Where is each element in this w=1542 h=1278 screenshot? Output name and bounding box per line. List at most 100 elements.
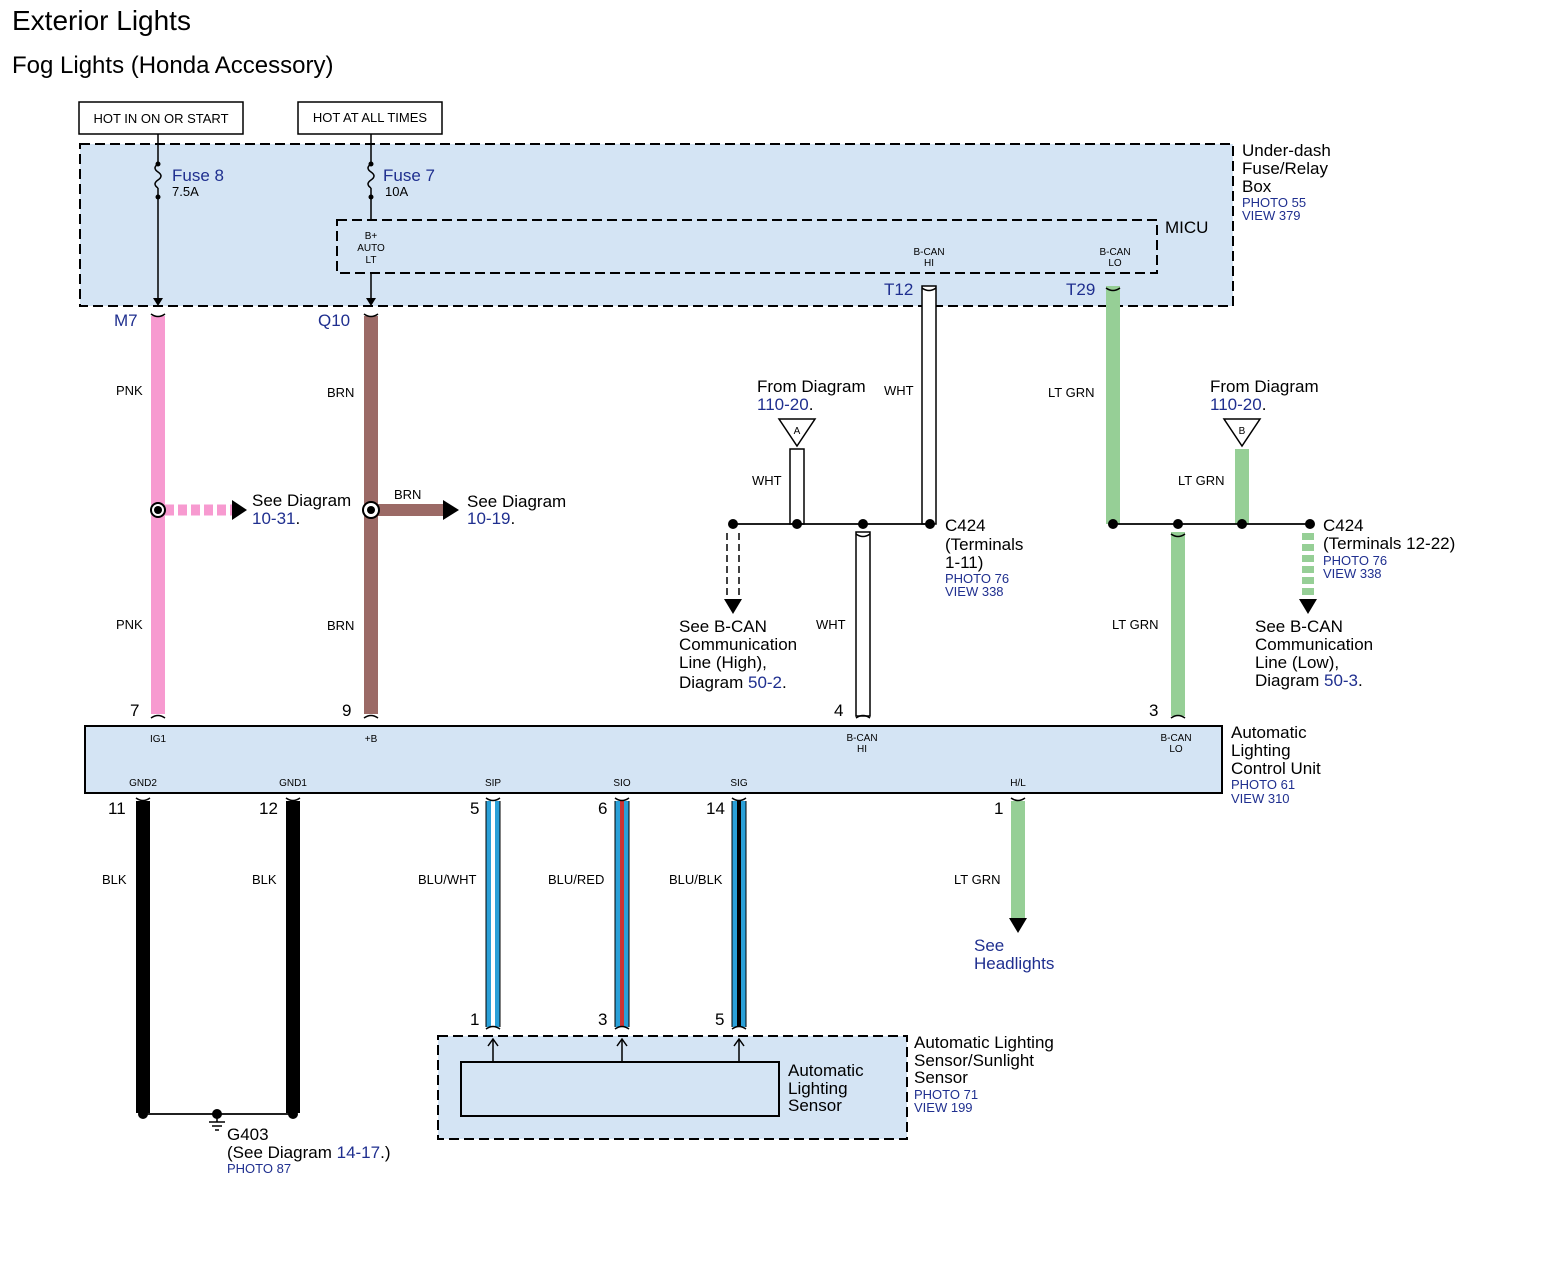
see-headlights-ref: See	[974, 936, 1004, 955]
alcu-view-ref: VIEW 310	[1231, 791, 1290, 806]
ground-g403-label: G403	[227, 1125, 269, 1144]
wire-label-blk-gnd1: BLK	[252, 872, 277, 887]
wire-ltgrn-dashed-bcan-low	[1299, 533, 1317, 614]
svg-text:Sensor: Sensor	[788, 1096, 842, 1115]
svg-text:10-19.: 10-19.	[467, 509, 515, 528]
alcu-box	[84, 725, 1223, 794]
connector-a-label: A	[794, 426, 801, 437]
wire-ltgrn-headlights	[1009, 797, 1027, 933]
svg-text:Box: Box	[1242, 177, 1272, 196]
wire-label-ltgrn-from-b: LT GRN	[1178, 473, 1224, 488]
svg-text:Diagram 50-2.: Diagram 50-2.	[679, 673, 787, 692]
micu-box	[336, 219, 1158, 274]
wire-pnk	[150, 313, 247, 719]
alcu-pin-num-6: 6	[598, 799, 607, 818]
sensor-pin-arrows	[487, 1037, 745, 1062]
svg-text:Lighting: Lighting	[788, 1079, 848, 1098]
alcu-pin-bcan-lo: B-CAN	[1160, 733, 1191, 744]
svg-text:Headlights: Headlights	[974, 954, 1054, 973]
bcan-high-ref: See B-CAN	[679, 617, 767, 636]
page-title: Exterior Lights	[12, 5, 191, 36]
c424-lo-photo-ref: PHOTO 76	[1323, 553, 1387, 568]
alcu-pin-num-4: 4	[834, 701, 843, 720]
alcu-pin-num-11: 11	[108, 799, 126, 818]
alcu-pin-ig1: IG1	[150, 734, 167, 745]
terminal-t29: T29	[1066, 280, 1095, 299]
terminal-q10: Q10	[318, 311, 350, 330]
svg-text:LO: LO	[1108, 258, 1122, 269]
svg-text:AUTO: AUTO	[357, 243, 385, 254]
page-subtitle: Fog Lights (Honda Accessory)	[12, 52, 333, 79]
c424-hi-label: C424	[945, 516, 986, 535]
wire-label-ltgrn-headlights: LT GRN	[954, 872, 1000, 887]
svg-text:(See Diagram 14-17.): (See Diagram 14-17.)	[227, 1143, 390, 1162]
wire-label-brn-branch: BRN	[394, 487, 421, 502]
svg-text:Diagram 50-3.: Diagram 50-3.	[1255, 671, 1363, 690]
wire-blu-blk	[731, 797, 747, 1030]
splice-dots-lo	[1108, 519, 1315, 529]
sensor-inner-label: Automatic	[788, 1061, 864, 1080]
wire-label-wht-from-a: WHT	[752, 473, 782, 488]
fuse-7-label: Fuse 7	[383, 166, 435, 185]
wire-label-wht-t12: WHT	[884, 383, 914, 398]
wire-wht-t12	[921, 285, 937, 525]
from-diagram-b-label: From Diagram	[1210, 377, 1319, 396]
sensor-pin-num-3: 3	[598, 1010, 607, 1029]
alcu-pin-gnd2: GND2	[129, 778, 157, 789]
micu-label: MICU	[1165, 218, 1208, 237]
alcu-pin-b: +B	[365, 734, 378, 745]
sensor-inner-box	[460, 1061, 780, 1117]
alcu-pin-num-7: 7	[130, 701, 139, 720]
connector-a-icon	[777, 418, 817, 448]
sensor-photo-ref: PHOTO 71	[914, 1087, 978, 1102]
sensor-pin-num-5: 5	[715, 1010, 724, 1029]
svg-text:LT: LT	[366, 255, 377, 266]
svg-text:(Terminals: (Terminals	[945, 535, 1023, 554]
svg-text:1-11): 1-11)	[945, 553, 983, 572]
wire-brn	[362, 313, 459, 719]
alcu-photo-ref: PHOTO 61	[1231, 777, 1295, 792]
svg-text:Sensor/Sunlight: Sensor/Sunlight	[914, 1051, 1034, 1070]
power-label-battery: HOT AT ALL TIMES	[297, 101, 443, 135]
wire-blu-wht	[485, 797, 501, 1030]
alcu-pin-num-5: 5	[470, 799, 479, 818]
alcu-pin-num-9: 9	[342, 701, 351, 720]
wire-label-pnk-lower: PNK	[116, 617, 143, 632]
wire-ltgrn-to-alcu	[1170, 532, 1186, 719]
connector-b-label: B	[1239, 426, 1246, 437]
c424-hi-photo-ref: PHOTO 76	[945, 571, 1009, 586]
bcan-low-ref: See B-CAN	[1255, 617, 1343, 636]
alcu-pin-num-3: 3	[1149, 701, 1158, 720]
wire-wht-from-a	[789, 448, 805, 525]
svg-text:LO: LO	[1169, 744, 1183, 755]
from-diagram-a-label: From Diagram	[757, 377, 866, 396]
wire-label-brn-lower: BRN	[327, 618, 354, 633]
wire-label-blk-gnd2: BLK	[102, 872, 127, 887]
svg-text:HI: HI	[924, 258, 934, 269]
svg-text:Line (High),: Line (High),	[679, 653, 767, 672]
ground-icon	[209, 1114, 225, 1131]
wire-label-brn-upper: BRN	[327, 385, 354, 400]
fuse-8-label: Fuse 8	[172, 166, 224, 185]
terminal-m7: M7	[114, 311, 138, 330]
wire-wht-dashed-bcan-high	[724, 533, 742, 614]
power-label-ignition: HOT IN ON OR START	[78, 101, 244, 135]
fuse-box-view-ref: VIEW 379	[1242, 208, 1301, 223]
alcu-pin-gnd1: GND1	[279, 778, 307, 789]
wire-ltgrn-t29	[1105, 286, 1121, 524]
alcu-pin-num-12: 12	[259, 799, 278, 818]
ground-photo-ref: PHOTO 87	[227, 1161, 291, 1176]
wire-blk-gnd2	[135, 797, 151, 1113]
wire-label-blu-blk: BLU/BLK	[669, 872, 723, 887]
alcu-pin-sip: SIP	[485, 778, 501, 789]
wire-label-ltgrn-t29: LT GRN	[1048, 385, 1094, 400]
svg-text:Line (Low),: Line (Low),	[1255, 653, 1339, 672]
alcu-pin-bcan-hi: B-CAN	[846, 733, 877, 744]
alcu-pin-sig: SIG	[730, 778, 747, 789]
wire-blu-red	[614, 797, 630, 1030]
alcu-label: Automatic	[1231, 723, 1307, 742]
sensor-pin-num-1: 1	[470, 1010, 479, 1029]
micu-pin-bcan-lo: B-CAN	[1099, 247, 1130, 258]
micu-pin-bcan-hi: B-CAN	[913, 247, 944, 258]
